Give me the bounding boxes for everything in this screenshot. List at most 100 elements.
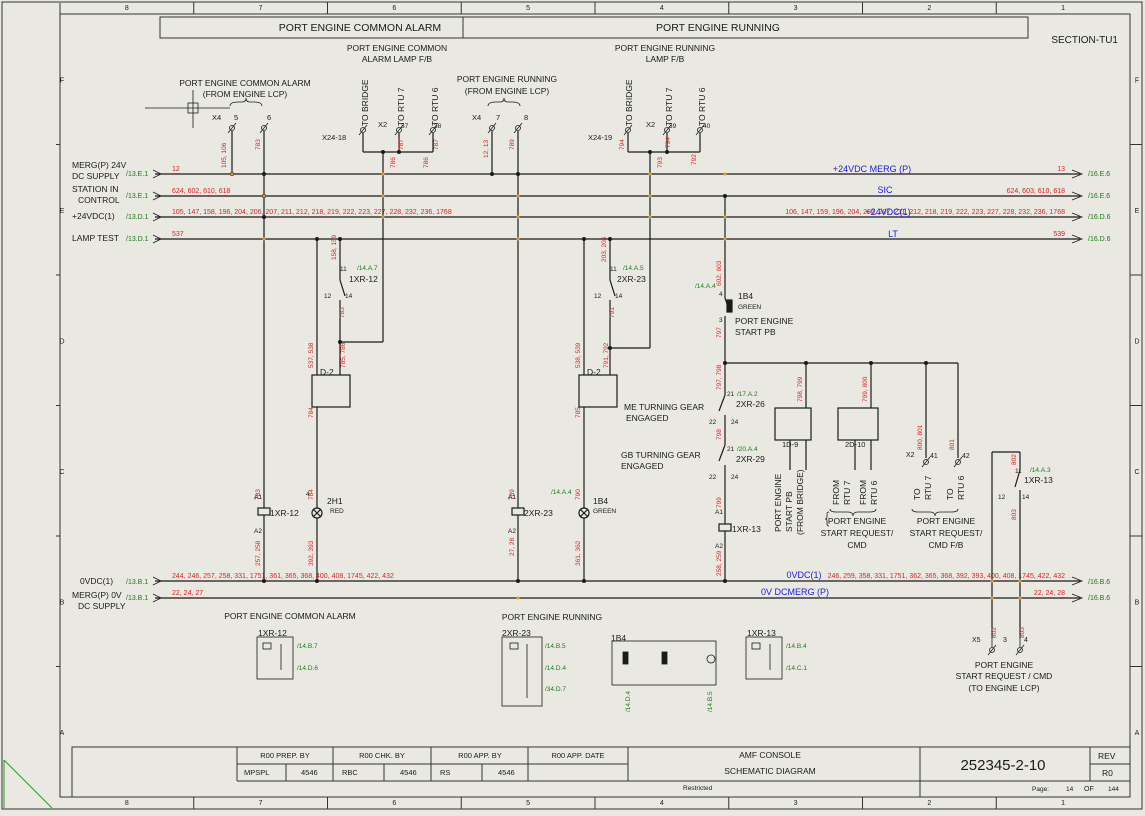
bus4-right-codes: 539 [1053,231,1065,238]
tb-restricted: Restricted [683,785,713,792]
running-lcp-l1: PORT ENGINE RUNNING [457,74,557,84]
column-marker-6: 6 [392,5,396,12]
me-turning-l2: ENGAGED [626,413,669,423]
column-marker-6: 6 [392,800,396,807]
common-alarm-lcp-l1: PORT ENGINE COMMON ALARM [179,78,310,88]
common-alarm-lamp-l2: ALARM LAMP F/B [362,54,433,64]
bus6-label1: MERG(P) 0V [72,590,122,600]
relay-1xr12-contact: 1XR-12 [349,274,378,284]
pin-12-c: 12 [998,494,1006,501]
legend-2xr23: 2XR-23 [502,628,531,638]
tb-v1: 4546 [301,768,318,777]
crosshair-marker [145,90,230,128]
bus1-ref: /13.E.1 [126,171,148,178]
wire-784: 784 [308,407,315,418]
bus1-right-ref: /16.E.6 [1088,171,1110,178]
legend-ref-14d4-b: /14.D.4 [625,691,632,712]
row-marker-C: C [1134,469,1139,476]
pin-12-b: 12 [594,293,602,300]
tb-rev-label: REV [1098,751,1116,761]
wire-797-798: 797, 798 [716,364,723,390]
legend-ref-14b4: /14.B.4 [786,643,807,650]
bus3-right-ref: /16.D.6 [1088,214,1111,221]
relay-2xr23-contact: 2XR-23 [617,274,646,284]
bus5-ref: /13.B.1 [126,579,148,586]
terminal-8: 8 [524,113,528,122]
bus2-right-ref: /16.E.6 [1088,193,1110,200]
bus6-label2: DC SUPPLY [78,601,126,611]
legend-1xr12-box [256,636,294,680]
pin-11-c: 11 [1015,468,1022,475]
pin-11: 11 [340,266,347,273]
wire-786: 786 [390,157,397,168]
brace-icon [229,97,263,107]
column-marker-2: 2 [927,800,931,807]
from-rtu7-l2: RTU 7 [842,480,852,505]
terminal-x4: X4 [212,113,221,122]
header-bar [159,16,1029,39]
legend-1xr13-box [745,636,783,680]
start-pb-bridge-l2: START PB [784,491,794,532]
bus4-ref: /13.D.1 [126,236,149,243]
relay-2xr23-coil: 2XR-23 [524,508,553,518]
column-marker-1: 1 [1061,800,1065,807]
lamp-green: GREEN [593,508,616,515]
wire-538-539: 538, 539 [575,342,582,368]
diode-1d9: 1D-9 [782,440,798,449]
diode-d2-b: D-2 [587,367,601,377]
relay-2xr29: 2XR-29 [736,454,765,464]
pin-a1-b: A1 [508,494,516,501]
wire-791: 791 [609,307,616,318]
column-marker-8: 8 [125,800,129,807]
bus2-ref: /13.E.1 [126,193,148,200]
column-marker-3: 3 [794,800,798,807]
bus1-center: +24VDC MERG (P) [833,164,911,174]
pin-22-b: 22 [709,474,717,481]
legend-1xr13: 1XR-13 [747,628,776,638]
tb-title1: AMF CONSOLE [739,750,801,760]
to-rtu6-b-l1: TO [945,488,955,500]
brace-icon [829,508,877,517]
legend-2xr23-box [501,636,543,707]
terminal-x24-18: X24-18 [322,133,346,142]
terminal-4-b: 4 [1024,637,1028,644]
bus1-label1: MERG(P) 24V [72,160,127,170]
row-marker-E: E [1135,208,1140,215]
bus5-right-ref: /16.B.6 [1088,579,1110,586]
tb-rbc: RBC [342,768,358,777]
terminal-6: 6 [267,113,271,122]
legend-1b4: 1B4 [611,633,626,643]
running-lcp-l2: (FROM ENGINE LCP) [465,86,550,96]
bus4-label1: LAMP TEST [72,233,119,243]
column-marker-8: 8 [125,5,129,12]
to-rtu7-b: TO RTU 7 [664,87,674,126]
from-rtu6-l2: RTU 6 [869,480,879,505]
to-rtu7-b-l2: RTU 7 [923,475,933,500]
to-bridge-b: TO BRIDGE [624,79,634,126]
pin-22: 22 [709,419,717,426]
wire-785: 785 [575,407,582,418]
terminal-3-b: 3 [1003,637,1007,644]
wire-203-204: 203, 204 [601,236,608,262]
bus3-label1: +24VDC(1) [72,211,115,221]
tb-mpspl: MPSPL [244,768,269,777]
to-bridge-a: TO BRIDGE [360,79,370,126]
wire-798: 798 [716,429,723,440]
wire-800-801: 800, 801 [917,424,924,450]
bus5-center: 0VDC(1) [786,570,821,580]
bus1-label2: DC SUPPLY [72,171,120,181]
pin-4: 4 [719,291,723,298]
wire-783-c: 783 [255,489,262,500]
from-rtu6-l1: FROM [858,480,868,505]
common-alarm-lamp-l1: PORT ENGINE COMMON [347,43,447,53]
terminal-x4-b: X4 [472,113,481,122]
start-req-cmd-l1: PORT ENGINE [828,516,887,526]
section-label: SECTION-TU1 [1051,35,1118,46]
ref-14a4: /14.A.4 [695,283,716,290]
wire-802: 802 [1011,454,1018,465]
row-marker-D: D [59,338,64,345]
ref-14a5: /14.A.5 [623,265,644,272]
bus5-left-codes: 244, 246, 257, 258, 331, 1751, 361, 365,… [172,573,394,580]
pin-12: 12 [324,293,332,300]
wire-12-13: 12, 13 [483,140,490,158]
